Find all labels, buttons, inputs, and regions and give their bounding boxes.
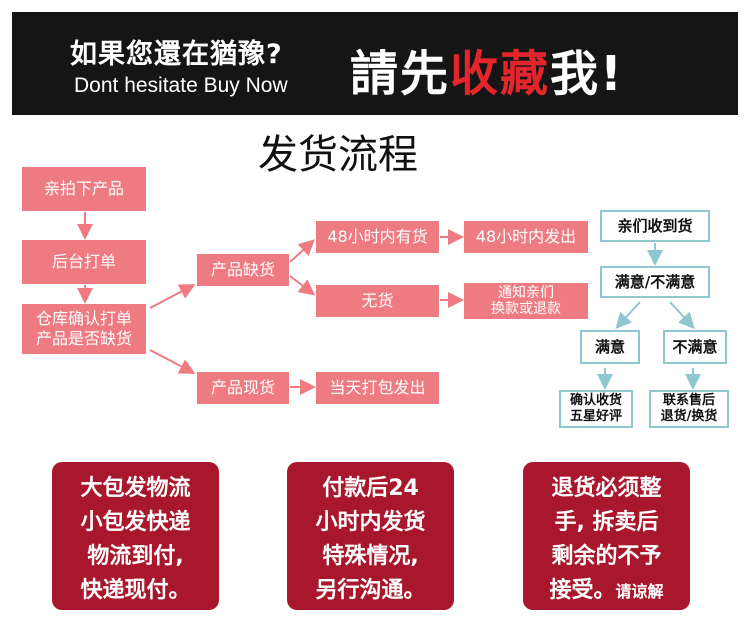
notice-returns: 退货必须整 手, 拆卖后 剩余的不予 接受。请谅解 xyxy=(523,462,690,610)
notice-line: 快递现付。 xyxy=(80,578,191,603)
notify-line1: 通知亲们 xyxy=(498,284,554,301)
flow-step-warehouse: 仓库确认打单 产品是否缺货 xyxy=(22,304,146,354)
after-satisfied-question: 满意/不满意 xyxy=(600,266,710,298)
page-title: 发货流程 xyxy=(258,132,418,178)
notice-line: 物流到付, xyxy=(87,544,184,569)
flow-same-day: 当天打包发出 xyxy=(316,372,439,404)
after-confirm: 确认收货 五星好评 xyxy=(559,390,633,428)
flow-notify: 通知亲们 换款或退款 xyxy=(464,283,588,319)
notice-line: 付款后24 xyxy=(322,476,419,501)
notice-line: 小时内发货 xyxy=(315,510,426,535)
notice-line: 另行沟通。 xyxy=(315,578,426,603)
notice-shipping: 大包发物流 小包发快递 物流到付, 快递现付。 xyxy=(52,462,219,610)
arrow-q-unsatisfied xyxy=(669,301,695,329)
arrow-step3-instock xyxy=(149,349,196,374)
flow-restock-48h: 48小时内有货 xyxy=(316,221,439,253)
banner-english: Dont hesitate Buy Now xyxy=(74,74,288,97)
flow-in-stock: 产品现货 xyxy=(197,372,289,404)
warehouse-line1: 仓库确认打单 xyxy=(35,309,132,328)
cta-part3: 我! xyxy=(550,46,624,102)
notice-line: 小包发快递 xyxy=(80,510,191,535)
notice-line: 大包发物流 xyxy=(80,476,191,501)
notice-line-last: 接受。请谅解 xyxy=(531,574,682,609)
banner-question: 如果您還在猶豫? xyxy=(70,39,283,70)
notice-apology: 请谅解 xyxy=(615,582,664,601)
confirm-line1: 确认收货 xyxy=(569,393,622,409)
warehouse-line2: 产品是否缺货 xyxy=(35,329,132,348)
contact-line2: 退货/换货 xyxy=(660,409,718,424)
after-contact: 联系售后 退货/换货 xyxy=(649,390,729,428)
arrow-shortage-48h xyxy=(289,239,315,263)
after-satisfied: 满意 xyxy=(580,330,640,364)
flow-step-print: 后台打单 xyxy=(22,240,146,284)
notify-line2: 换款或退款 xyxy=(491,301,561,317)
notice-delivery-time: 付款后24 小时内发货 特殊情况, 另行沟通。 xyxy=(287,462,454,610)
header-banner: 如果您還在猶豫? Dont hesitate Buy Now 請先收藏我! xyxy=(12,12,738,115)
arrow-q-satisfied xyxy=(615,301,641,329)
after-unsatisfied: 不满意 xyxy=(663,330,727,364)
contact-line1: 联系售后 xyxy=(662,393,715,409)
notice-line: 手, 拆卖后 xyxy=(554,510,659,535)
confirm-line2: 五星好评 xyxy=(569,409,622,424)
notice-accept: 接受。 xyxy=(549,578,616,603)
flow-step-order: 亲拍下产品 xyxy=(22,167,146,211)
notice-line: 剩余的不予 xyxy=(551,544,662,569)
cta-part2: 收藏 xyxy=(450,46,551,102)
notice-line: 特殊情况, xyxy=(322,544,419,569)
flow-ship-48h: 48小时内发出 xyxy=(464,221,588,253)
flow-shortage: 产品缺货 xyxy=(197,254,289,286)
arrow-shortage-nostock xyxy=(289,275,316,296)
cta-part1: 請先 xyxy=(350,46,451,102)
arrow-step3-shortage xyxy=(149,284,196,309)
banner-cta: 請先收藏我! xyxy=(350,34,624,104)
after-received: 亲们收到货 xyxy=(600,210,710,242)
notice-line: 退货必须整 xyxy=(551,476,662,501)
flow-no-stock: 无货 xyxy=(316,285,439,317)
